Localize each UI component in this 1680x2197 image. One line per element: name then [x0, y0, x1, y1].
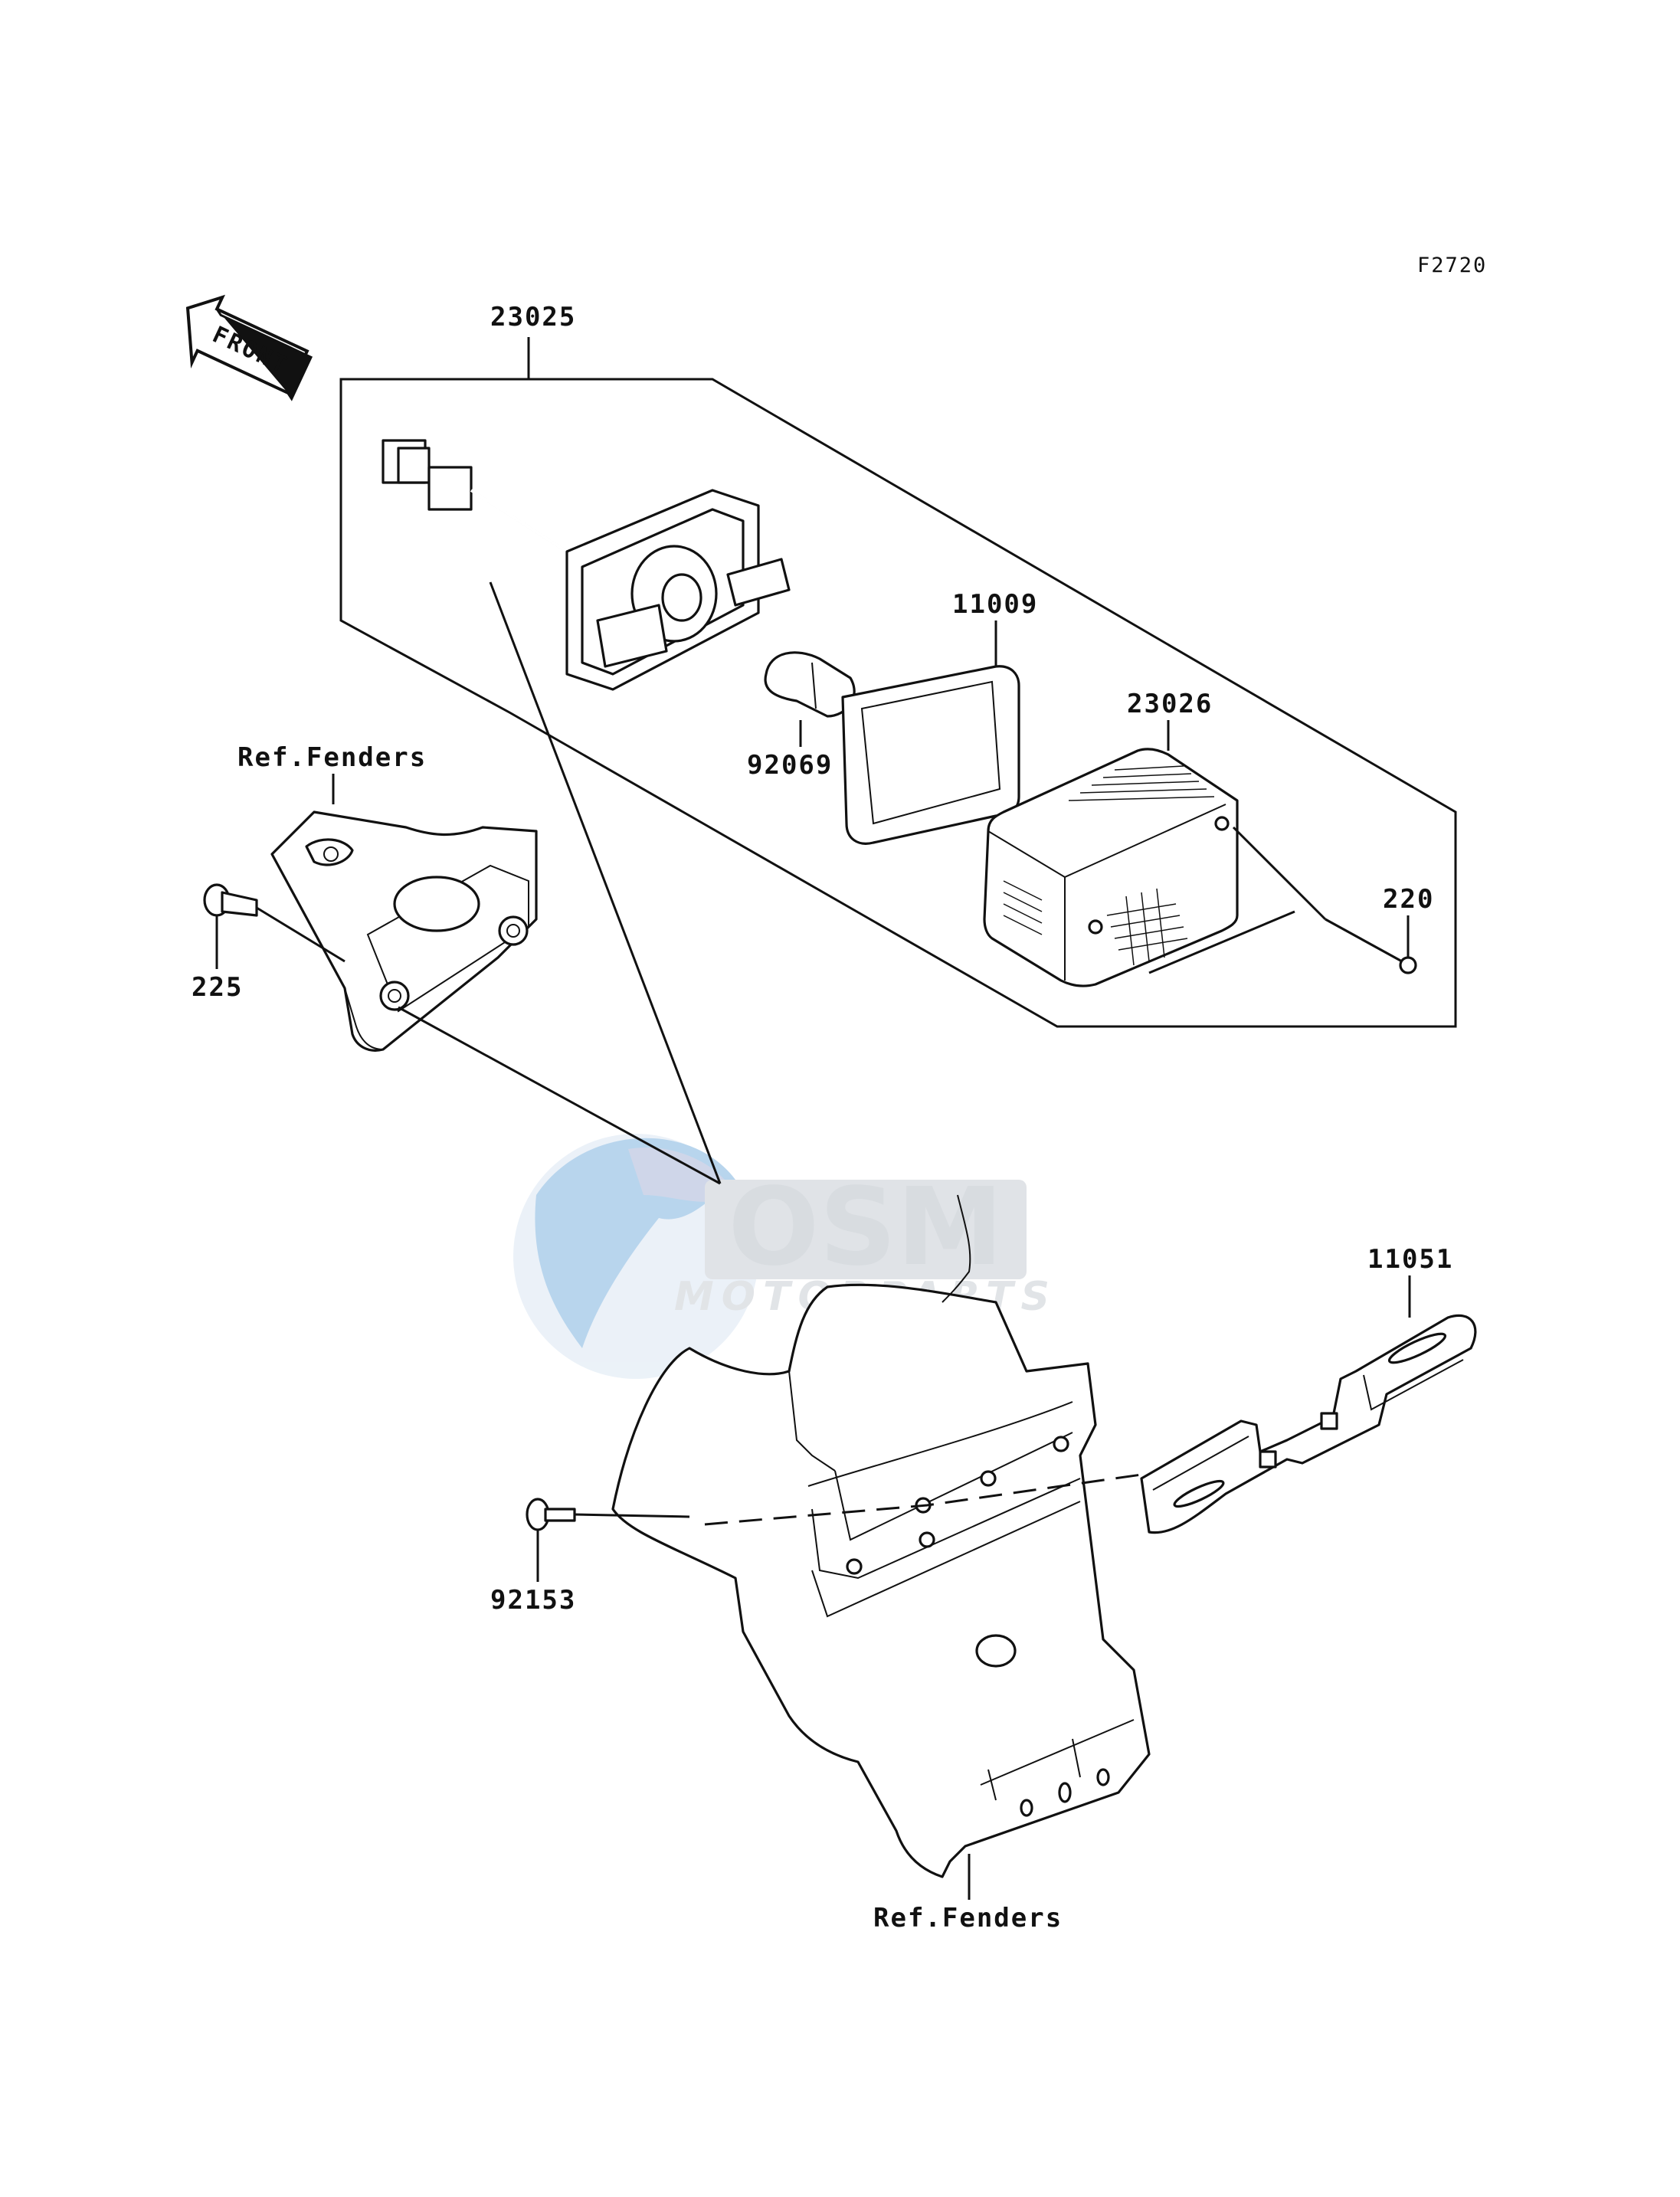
- screw-220-part: [1148, 826, 1417, 974]
- screw-92153-part: [526, 1498, 690, 1582]
- lens-part: [983, 720, 1239, 987]
- lamp-socket-part: [382, 439, 791, 691]
- gasket-part: [841, 620, 1020, 845]
- callout-11051: 11051: [1367, 1244, 1453, 1275]
- assembly-line-left: [489, 581, 722, 1184]
- callout-23026: 23026: [1127, 689, 1213, 719]
- leader-225-axis: [256, 906, 345, 963]
- rear-fender-part: [611, 1194, 1151, 1900]
- bulb-part: [764, 651, 856, 747]
- leader-220-axis: [1232, 826, 1327, 921]
- leader-92153-axis: [574, 1513, 690, 1518]
- assembly-outline: [339, 378, 1457, 1028]
- upper-fender-bracket: [270, 774, 538, 1052]
- callout-ref-fenders-bottom: Ref.Fenders: [873, 1903, 1063, 1933]
- callout-ref-fenders-top: Ref.Fenders: [237, 742, 427, 773]
- license-bracket-part: [1140, 1275, 1477, 1534]
- watermark-logo: OSM MOTORPARTS: [513, 1134, 1050, 1379]
- watermark-brand: OSM: [728, 1165, 1003, 1290]
- lens-shading: [1003, 765, 1215, 966]
- callout-23025: 23025: [490, 302, 576, 332]
- callout-11009: 11009: [952, 589, 1038, 620]
- callout-225: 225: [192, 972, 243, 1003]
- figure-code: F2720: [1417, 254, 1487, 277]
- callout-220: 220: [1383, 884, 1434, 915]
- front-arrow-icon: FRONT: [185, 294, 313, 401]
- callout-92069: 92069: [747, 750, 833, 781]
- leader-220-lens: [1148, 910, 1295, 974]
- callout-92153: 92153: [490, 1585, 576, 1616]
- bolt-225-part: [203, 883, 345, 969]
- assembly-line-bracket: [398, 1006, 721, 1185]
- alignment-dashed-line: [704, 1473, 1142, 1526]
